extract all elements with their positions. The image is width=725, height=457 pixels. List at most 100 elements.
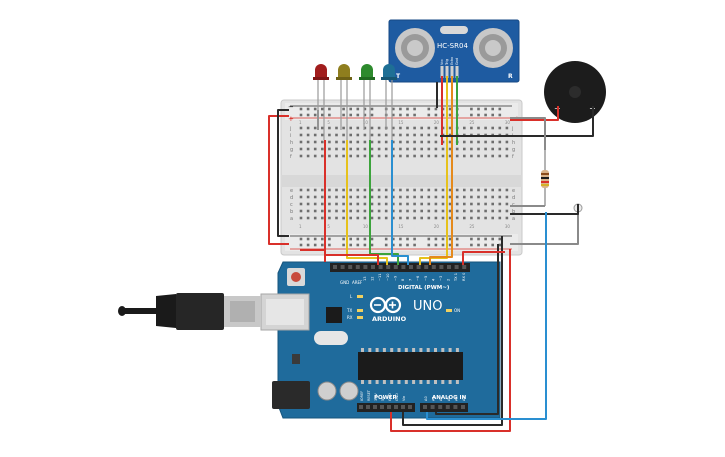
breadboard-hole (463, 140, 466, 144)
breadboard-hole (392, 202, 395, 206)
rail-hole (392, 113, 395, 117)
rail-hole (299, 107, 303, 111)
row-label: c (290, 202, 293, 208)
col-label: 15 (398, 224, 404, 229)
breadboard-hole (370, 154, 374, 158)
breadboard-hole (349, 126, 352, 130)
breadboard-hole (299, 154, 303, 158)
analog-header (420, 403, 468, 412)
breadboard-hole (299, 133, 303, 137)
breadboard-hole (335, 216, 338, 220)
digital-pin-hole (431, 265, 436, 269)
rail-hole (363, 107, 367, 111)
buzzer-plus-wire (510, 106, 559, 121)
arduino-uno-board: ARDUINO UNO DIGITAL (PWM~) POWER ANALOG … (260, 261, 501, 419)
col-label: 30 (505, 120, 511, 125)
breadboard-hole (491, 140, 494, 144)
col-label: 10 (363, 120, 369, 125)
breadboard-hole (470, 202, 473, 206)
board-5v-rail-wire (300, 249, 326, 262)
breadboard-hole (427, 140, 431, 144)
row-label: f (512, 154, 514, 160)
digital-pin-label: 4 (431, 278, 435, 281)
breadboard-hole (498, 202, 502, 206)
chip-leg (368, 348, 372, 352)
breadboard-hole (427, 188, 431, 192)
breadboard-hole (484, 147, 487, 151)
chip-leg (390, 348, 394, 352)
breadboard-hole (335, 188, 338, 192)
col-label: 25 (469, 224, 475, 229)
power-pin-hole (359, 405, 363, 409)
breadboard-hole (363, 147, 367, 151)
breadboard-hole (441, 147, 445, 151)
breadboard-hole (477, 154, 480, 158)
sensor-pin (440, 66, 444, 78)
breadboard-hole (313, 154, 317, 158)
rail-hole (363, 243, 367, 247)
breadboard-hole (463, 188, 466, 192)
rail-hole (349, 243, 352, 247)
digital-pin-label: RX 0 (462, 272, 466, 281)
rail-hole (434, 113, 438, 117)
breadboard-hole (441, 195, 445, 199)
breadboard-hole (420, 133, 423, 137)
led-on-indicator (446, 309, 452, 312)
analog-pin-label: A4 (454, 396, 458, 401)
breadboard-hole (434, 216, 438, 220)
breadboard-hole (448, 147, 452, 151)
digital-pin-label: 13 (363, 276, 367, 281)
rail-hole (413, 243, 416, 247)
breadboard-hole (498, 195, 502, 199)
breadboard-hole (455, 216, 459, 220)
sensor-pin (445, 66, 449, 78)
breadboard-hole (342, 126, 345, 130)
rail-hole (384, 243, 388, 247)
breadboard-hole (399, 154, 402, 158)
breadboard-hole (384, 133, 388, 137)
analog-a1-wire (435, 244, 499, 415)
breadboard-hole (413, 154, 416, 158)
rail-hole (484, 107, 487, 111)
rail-hole (406, 243, 409, 247)
top-power-rail (285, 103, 518, 120)
breadboard-hole (434, 202, 438, 206)
digital-pin-hole (424, 265, 429, 269)
reset-button-cap[interactable] (291, 272, 301, 282)
rail-hole (321, 243, 324, 247)
rail-hole (455, 243, 459, 247)
rail-hole (491, 107, 494, 111)
breadboard-hole (349, 209, 352, 213)
rail-hole (455, 237, 459, 241)
breadboard-hole (306, 216, 310, 220)
breadboard-hole (384, 216, 388, 220)
breadboard-hole (313, 209, 317, 213)
analog-pin-hole (438, 405, 443, 409)
rail-hole (427, 107, 431, 111)
breadboard-hole (427, 126, 431, 130)
row-label: a (512, 216, 515, 222)
breadboard-hole (477, 126, 480, 130)
breadboard-hole (335, 126, 338, 130)
breadboard-hole (406, 188, 409, 192)
rail-hole (349, 113, 352, 117)
breadboard-hole (427, 216, 431, 220)
breadboard-hole (392, 147, 395, 151)
breadboard-hole (420, 202, 423, 206)
rail-hole (434, 107, 438, 111)
breadboard-hole (356, 154, 360, 158)
col-label: 1 (299, 120, 302, 125)
breadboard-hole (349, 188, 352, 192)
breadboard-hole (328, 202, 331, 206)
rail-hole (321, 237, 324, 241)
breadboard-hole (463, 216, 466, 220)
breadboard-hole (328, 216, 331, 220)
rail-plus-label: + (288, 115, 294, 123)
breadboard-hole (420, 188, 423, 192)
row-label: j (289, 126, 291, 132)
breadboard-hole (434, 188, 438, 192)
rail-hole (498, 107, 502, 111)
breadboard-hole (299, 147, 303, 151)
chip-leg (397, 348, 401, 352)
